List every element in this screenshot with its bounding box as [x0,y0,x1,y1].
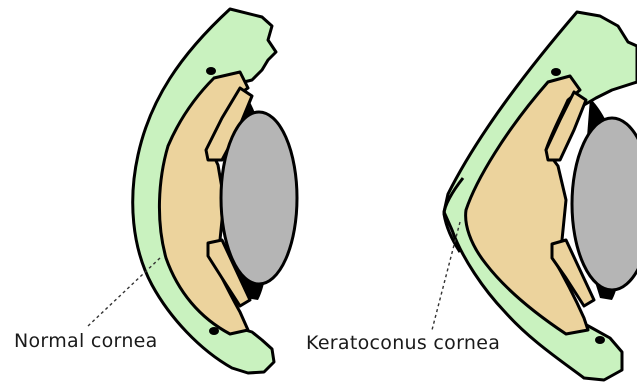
keratoconus-eye [432,12,637,380]
normal-leader-line [88,258,160,326]
normal-spot-top [206,67,216,75]
normal-eye [88,9,297,373]
keratoconus-cornea-label: Keratoconus cornea [306,332,500,354]
kerato-spot-top [551,68,561,76]
normal-lens [221,112,297,284]
normal-cornea-label: Normal cornea [14,330,158,352]
normal-spot-bottom [209,327,219,335]
kerato-spot-bottom [595,336,605,344]
kerato-lens [572,118,637,290]
